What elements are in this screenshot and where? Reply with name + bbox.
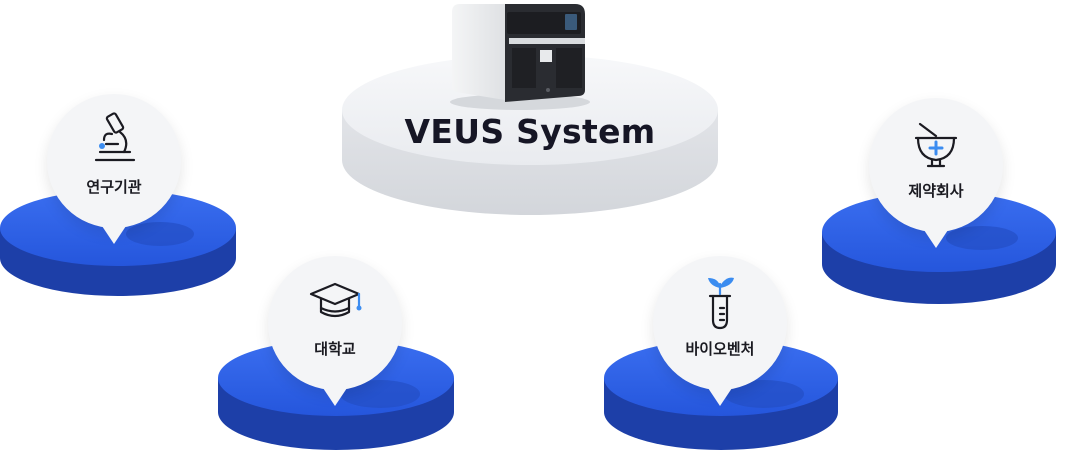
node-label-bio-venture: 바이오벤처 <box>685 340 755 358</box>
node-label-university: 대학교 <box>314 340 356 358</box>
graduation-cap-icon <box>309 282 362 318</box>
node-university: 대학교 <box>268 256 402 406</box>
test-tube-sprout-icon <box>708 277 734 330</box>
microscope-icon <box>94 112 136 162</box>
node-bio-venture: 바이오벤처 <box>653 256 787 406</box>
center-platform <box>342 55 718 215</box>
node-research-institute: 연구기관 <box>47 94 181 244</box>
node-pharma-company: 제약회사 <box>869 98 1003 248</box>
mortar-pestle-icon <box>914 122 958 168</box>
node-label-pharma-company: 제약회사 <box>908 182 964 200</box>
instrument-device <box>450 4 590 110</box>
center-title: VEUS System <box>404 112 656 151</box>
node-label-research-institute: 연구기관 <box>86 178 142 196</box>
